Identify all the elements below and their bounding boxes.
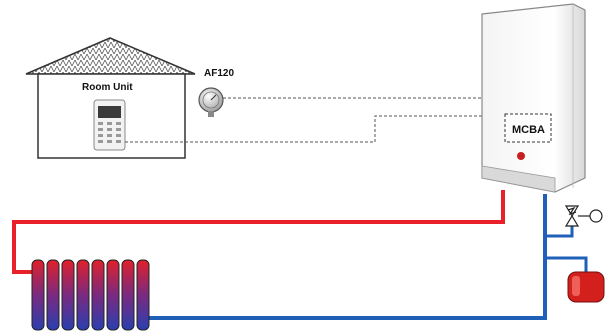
flow-pipe xyxy=(12,190,505,274)
af120-label: AF120 xyxy=(204,68,234,79)
house-roof xyxy=(25,37,196,75)
safety-valve-icon xyxy=(564,205,603,227)
room-unit-display xyxy=(98,106,121,118)
boiler: MCBA xyxy=(481,3,586,193)
wire-room-unit-to-boiler xyxy=(125,115,505,143)
boiler-indicator-icon xyxy=(517,152,525,160)
room-unit-label: Room Unit xyxy=(82,82,133,93)
control-wiring xyxy=(125,97,538,143)
safety-valve-pipe xyxy=(545,226,574,238)
return-pipe xyxy=(146,194,547,320)
mcba-controller xyxy=(504,113,552,143)
boiler-body xyxy=(481,3,586,193)
expansion-vessel xyxy=(567,271,605,303)
mcba-label: MCBA xyxy=(512,124,545,136)
expansion-branch-pipe xyxy=(545,256,588,272)
radiator xyxy=(31,259,150,331)
room-unit-keypad xyxy=(98,122,121,143)
outdoor-sensor-af120: AF120 xyxy=(198,68,234,117)
room-unit-thermostat xyxy=(93,99,126,151)
